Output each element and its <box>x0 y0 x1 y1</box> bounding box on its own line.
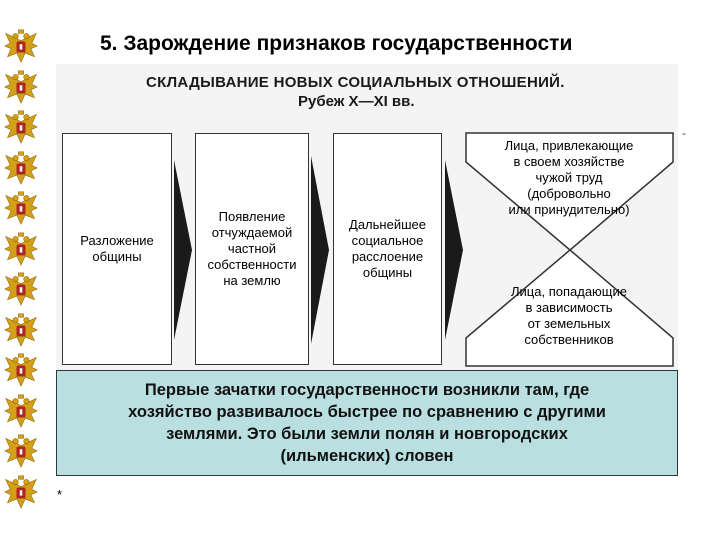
eagle-icon <box>3 69 39 105</box>
step-box-2: Появление отчуждаемой частной собственно… <box>195 133 309 365</box>
eagle-icon <box>3 231 39 267</box>
arrow-right-icon-2 <box>311 156 329 344</box>
eagle-icon <box>3 271 39 307</box>
step-label-1: Разложение общины <box>80 233 154 264</box>
outcome-lower: Лица, попадающие в зависимость от земель… <box>511 284 627 347</box>
outcome-upper: Лица, привлекающие в своем хозяйстве чуж… <box>504 138 634 217</box>
eagle-icon <box>3 28 39 64</box>
arrow-right-icon-1 <box>174 160 192 340</box>
eagle-icon <box>3 474 39 510</box>
eagle-icon <box>3 109 39 145</box>
eagle-icon <box>3 312 39 348</box>
corner-mark: - <box>682 126 686 140</box>
step-label-3: Дальнейшее социальное расслоение общины <box>349 217 426 280</box>
eagle-icon <box>3 190 39 226</box>
eagle-decoration-column <box>0 28 44 518</box>
outcome-shape <box>465 132 674 367</box>
step-label-2: Появление отчуждаемой частной собственно… <box>207 209 297 288</box>
step-box-3: Дальнейшее социальное расслоение общины <box>333 133 442 365</box>
eagle-icon <box>3 352 39 388</box>
eagle-icon <box>3 433 39 469</box>
diagram: СКЛАДЫВАНИЕ НОВЫХ СОЦИАЛЬНЫХ ОТНОШЕНИЙ. … <box>56 64 686 372</box>
info-callout-text: Первые зачатки государственности возникл… <box>128 381 606 465</box>
footnote-mark: * <box>57 487 63 502</box>
diagram-subheading: Рубеж X—XI вв. <box>298 93 415 110</box>
step-box-1: Разложение общины <box>62 133 172 365</box>
diagram-heading: СКЛАДЫВАНИЕ НОВЫХ СОЦИАЛЬНЫХ ОТНОШЕНИЙ. <box>146 74 565 91</box>
info-callout: Первые зачатки государственности возникл… <box>56 370 678 476</box>
slide-title: 5. Зарождение признаков государственност… <box>100 32 573 55</box>
eagle-icon <box>3 393 39 429</box>
diagram-shapes <box>174 132 674 367</box>
eagle-icon <box>3 150 39 186</box>
arrow-right-icon-3 <box>445 160 463 340</box>
